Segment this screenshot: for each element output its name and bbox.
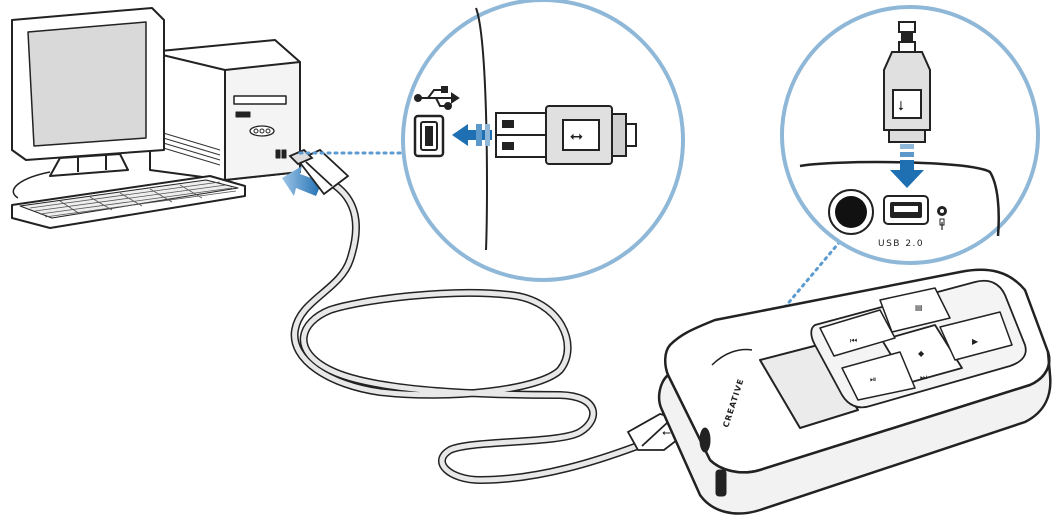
desktop-computer (11, 7, 301, 229)
mini-usb-port-icon (883, 195, 929, 225)
usb-a-connector: ⭤ (495, 105, 637, 165)
computer-keyboard (11, 175, 246, 229)
next-button-icon: ⏭ (920, 373, 927, 382)
computer-monitor (11, 7, 165, 177)
svg-text:⭠: ⭠ (662, 426, 671, 439)
shortcut-button-icon: ▶ (972, 337, 979, 346)
previous-button-icon: ⏮ (850, 336, 857, 345)
microphone-icon (937, 206, 947, 230)
menu-button-icon: ▤ (915, 303, 923, 312)
mini-usb-port-icon (715, 469, 727, 497)
play-pause-button-icon: ⏯ (870, 375, 876, 384)
headphone-jack-icon (699, 427, 711, 453)
usb-cable (290, 178, 694, 485)
mp3-player: ▤ ⏮ ◆ ▶ ⏯ ⏭ CREATIVE (657, 268, 1052, 515)
mini-usb-connector: ⭣ (883, 21, 931, 143)
usb-port-label: USB 2.0 (878, 239, 924, 249)
zoom-callout-player-port: ⭣ USB 2.0 (780, 5, 1040, 265)
select-button-icon: ◆ (918, 349, 925, 358)
insert-arrow-icon (452, 124, 492, 146)
usb-port-icon (413, 114, 445, 158)
svg-text:⭤: ⭤ (570, 126, 583, 145)
insert-arrow-icon (282, 166, 322, 196)
insert-arrow-icon (890, 144, 924, 188)
computer-tower (149, 39, 301, 181)
headphone-jack-icon (828, 189, 874, 235)
svg-text:⭣: ⭣ (898, 99, 904, 114)
zoom-callout-computer-port: ⭤ (401, 0, 685, 282)
usb-symbol-icon (414, 86, 460, 110)
